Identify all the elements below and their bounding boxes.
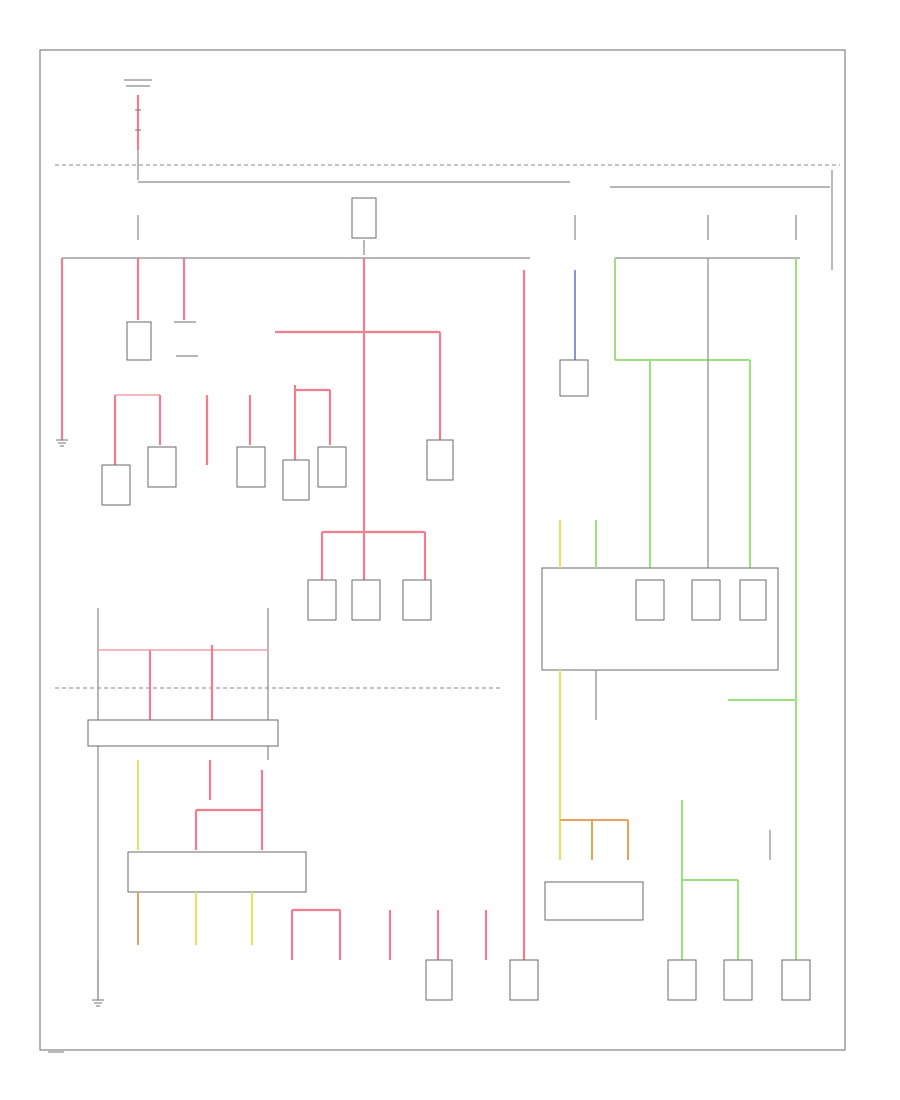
ground-symbols [56, 439, 104, 1007]
component-lower-right-b [723, 959, 753, 1001]
left-branch-wiring [60, 258, 526, 960]
component-center-b [351, 579, 381, 621]
component-lower-right-c [781, 959, 811, 1001]
component-center-a [307, 579, 337, 621]
component-center-right [426, 439, 454, 481]
component-lower-right-a [667, 959, 697, 1001]
diagram-frame [39, 49, 846, 1051]
ignition-relay [351, 197, 377, 239]
junction-block-lower-left [127, 851, 307, 893]
component-right-blue [559, 359, 589, 397]
battery-feed [124, 79, 152, 150]
component-center-c [402, 579, 432, 621]
switch-assembly [87, 719, 279, 747]
component-relay-left [126, 321, 152, 361]
right-green-wiring [614, 258, 797, 960]
mid-left-components [101, 385, 347, 506]
fuse-group [137, 215, 797, 240]
component-bottom-a [425, 959, 453, 1001]
junction-block-lower-right [544, 881, 644, 921]
component-bottom-b [509, 959, 539, 1001]
